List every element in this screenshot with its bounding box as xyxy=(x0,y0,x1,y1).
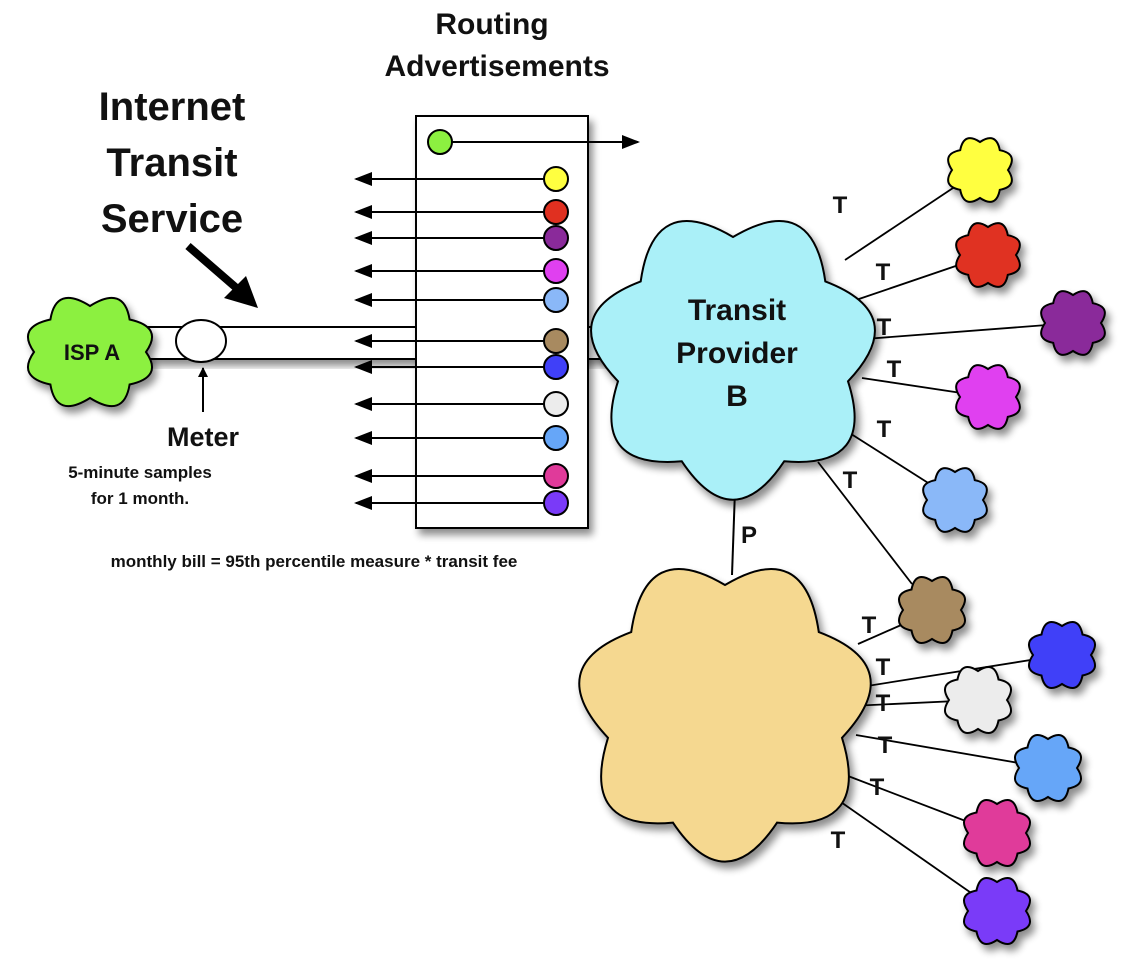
peering-link xyxy=(731,489,736,576)
inbound-advertisement-dot xyxy=(543,490,569,516)
transit-label: T xyxy=(831,827,846,854)
customer-cloud-shape[interactable] xyxy=(1013,733,1083,803)
transit-label: T xyxy=(870,774,885,801)
transit-label: T xyxy=(833,192,848,219)
isp-a-cloud[interactable] xyxy=(27,297,153,407)
title-line2: Advertisements xyxy=(384,50,609,83)
customer-cloud-shape[interactable] xyxy=(947,137,1013,203)
transit-label: T xyxy=(877,416,892,443)
inbound-advertisement-dot xyxy=(543,328,569,354)
isp-a-cloud-shape[interactable] xyxy=(27,297,153,407)
inbound-advertisement-dot xyxy=(543,199,569,225)
peer-network-cloud[interactable] xyxy=(578,568,872,863)
customer-cloud-shape[interactable] xyxy=(955,364,1021,430)
customer-cloud[interactable] xyxy=(1040,290,1106,356)
inbound-advertisement-dot xyxy=(543,425,569,451)
transit-provider-line1: Transit xyxy=(688,294,786,327)
customer-cloud-shape[interactable] xyxy=(922,467,988,533)
customer-cloud-shape[interactable] xyxy=(1027,620,1097,690)
customer-cloud-shape[interactable] xyxy=(943,665,1013,735)
customer-cloud[interactable] xyxy=(943,665,1013,735)
transit-label: T xyxy=(876,690,891,717)
customer-cloud-shape[interactable] xyxy=(955,222,1021,288)
customer-cloud[interactable] xyxy=(947,137,1013,203)
customer-cloud-shape[interactable] xyxy=(897,575,967,645)
customer-cloud[interactable] xyxy=(1013,733,1083,803)
customer-cloud-shape[interactable] xyxy=(1040,290,1106,356)
service-label-line1: Internet xyxy=(99,85,246,129)
isp-a-label: ISP A xyxy=(64,340,120,365)
inbound-advertisement-dot xyxy=(543,354,569,380)
transit-label: T xyxy=(843,467,858,494)
service-pointer-arrowhead xyxy=(224,276,258,308)
advertisement-list xyxy=(354,129,640,516)
customer-cloud[interactable] xyxy=(955,222,1021,288)
transit-label: T xyxy=(862,612,877,639)
customer-cloud[interactable] xyxy=(922,467,988,533)
transit-link xyxy=(857,621,909,645)
customer-cloud-shape[interactable] xyxy=(962,876,1032,946)
inbound-advertisement-dot xyxy=(543,287,569,313)
inbound-advertisement-dot xyxy=(543,258,569,284)
peer-network-shape[interactable] xyxy=(578,568,872,863)
service-label-line3: Service xyxy=(101,197,243,241)
peering-label: P xyxy=(741,522,757,549)
customer-cloud[interactable] xyxy=(962,876,1032,946)
transit-label: T xyxy=(876,259,891,286)
meter-icon[interactable] xyxy=(175,319,227,363)
customer-clouds xyxy=(897,137,1106,946)
billing-formula: monthly bill = 95th percentile measure *… xyxy=(111,552,518,571)
meter-note-line2: for 1 month. xyxy=(91,489,189,508)
inbound-advertisement-dot xyxy=(543,391,569,417)
customer-cloud[interactable] xyxy=(955,364,1021,430)
inbound-advertisement-dot xyxy=(543,463,569,489)
transit-label: T xyxy=(878,732,893,759)
transit-provider-line2: Provider xyxy=(676,337,798,370)
title-line1: Routing xyxy=(435,8,548,41)
transit-provider-b-shape[interactable] xyxy=(590,220,876,501)
customer-cloud[interactable] xyxy=(962,798,1032,868)
meter-label: Meter xyxy=(167,422,240,452)
transit-provider-b-cloud[interactable] xyxy=(590,220,876,501)
service-label-line2: Transit xyxy=(106,141,237,185)
customer-cloud[interactable] xyxy=(1027,620,1097,690)
meter-note-line1: 5-minute samples xyxy=(68,463,212,482)
customer-cloud-shape[interactable] xyxy=(962,798,1032,868)
transit-label: T xyxy=(876,654,891,681)
transit-link xyxy=(851,322,1074,341)
inbound-advertisement-dot xyxy=(543,225,569,251)
outbound-advertisement-dot xyxy=(427,129,453,155)
transit-link xyxy=(817,461,913,585)
transit-label: T xyxy=(877,314,892,341)
inbound-advertisement-dot xyxy=(543,166,569,192)
transit-label: T xyxy=(887,356,902,383)
customer-cloud[interactable] xyxy=(897,575,967,645)
transit-link xyxy=(841,654,1063,691)
transit-provider-line3: B xyxy=(726,380,748,413)
